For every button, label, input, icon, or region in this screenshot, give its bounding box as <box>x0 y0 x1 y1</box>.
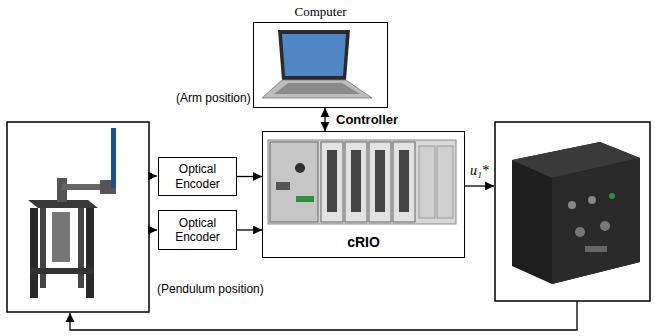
box-label: Optical Encoder <box>159 216 236 245</box>
laptop-illustration <box>262 30 372 98</box>
signal-note: (Pendulum position) <box>157 282 264 296</box>
encoder-box: Optical Encoder <box>158 210 237 250</box>
amplifier-illustration <box>512 142 640 284</box>
signal-note: (Arm position) <box>176 91 251 105</box>
edge-label: Controller <box>334 112 400 127</box>
signal-wire <box>70 176 577 330</box>
signal-arrow <box>237 176 262 177</box>
amplifier-frame <box>495 122 650 301</box>
computer-box: Computer <box>253 22 388 108</box>
encoder-box: Optical Encoder <box>158 157 237 196</box>
box-label: Optical Encoder <box>159 162 236 191</box>
box-label: cRIO <box>263 234 464 250</box>
signal-arrow <box>237 229 262 230</box>
signal-arrow <box>324 108 325 131</box>
crio-chassis-illustration <box>268 140 456 224</box>
box-heading: Computer <box>254 4 387 20</box>
signal-name: u₁* <box>470 163 489 179</box>
pendulum-illustration <box>28 128 116 298</box>
plant-frame <box>7 122 149 312</box>
crio-box: cRIO <box>262 131 465 258</box>
